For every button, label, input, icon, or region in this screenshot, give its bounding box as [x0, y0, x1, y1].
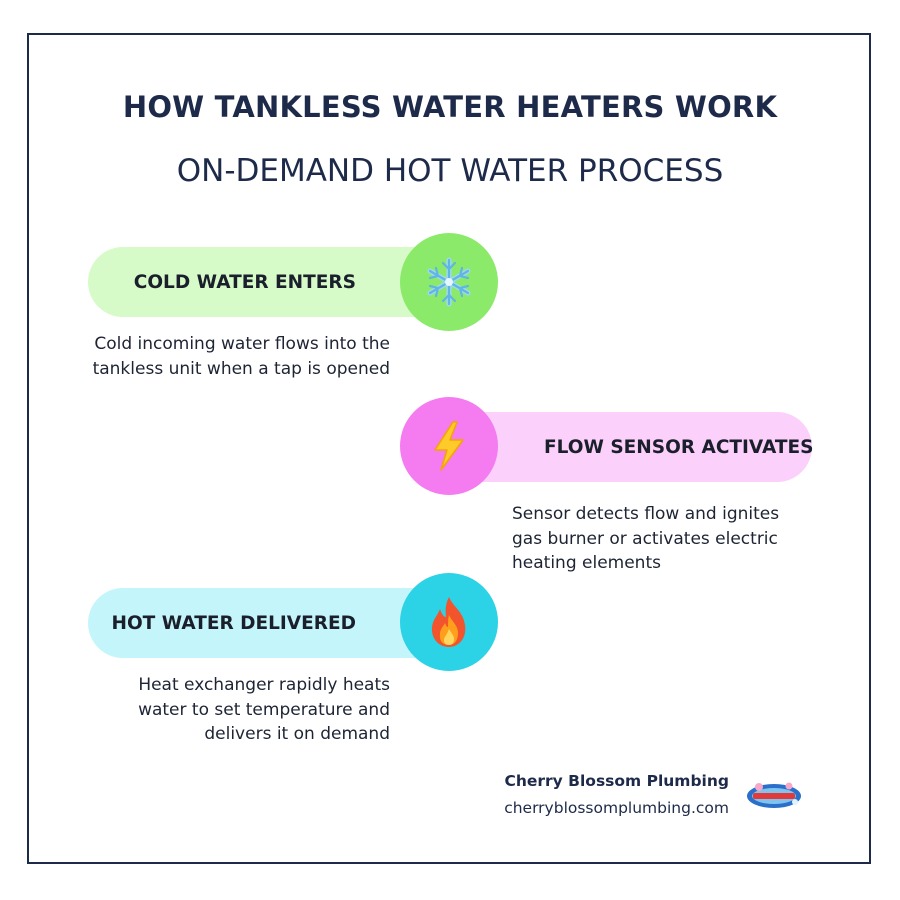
step-description: Sensor detects flow and ignites gas burn…	[512, 504, 780, 573]
page-subtitle: ON-DEMAND HOT WATER PROCESS	[176, 153, 724, 189]
step-label: COLD WATER ENTERS	[133, 271, 356, 293]
logo-icon	[747, 782, 801, 808]
fire-icon	[431, 597, 466, 647]
step-description: Cold incoming water flows into the tankl…	[92, 334, 390, 379]
step-label: HOT WATER DELIVERED	[111, 612, 356, 634]
company-website-link[interactable]: cherryblossomplumbing.com	[504, 799, 729, 817]
snowflake-icon	[427, 257, 471, 307]
lightning-icon	[434, 421, 464, 471]
step-hot-water-icon-circle	[400, 573, 498, 671]
step-cold-water-icon-circle	[400, 233, 498, 331]
step-description: Heat exchanger rapidly heats water to se…	[138, 675, 390, 744]
page-title: HOW TANKLESS WATER HEATERS WORK	[122, 90, 778, 124]
step-flow-sensor-icon-circle	[400, 397, 498, 495]
company-name: Cherry Blossom Plumbing	[504, 772, 729, 790]
step-label: FLOW SENSOR ACTIVATES	[544, 436, 814, 458]
company-logo	[745, 780, 803, 810]
